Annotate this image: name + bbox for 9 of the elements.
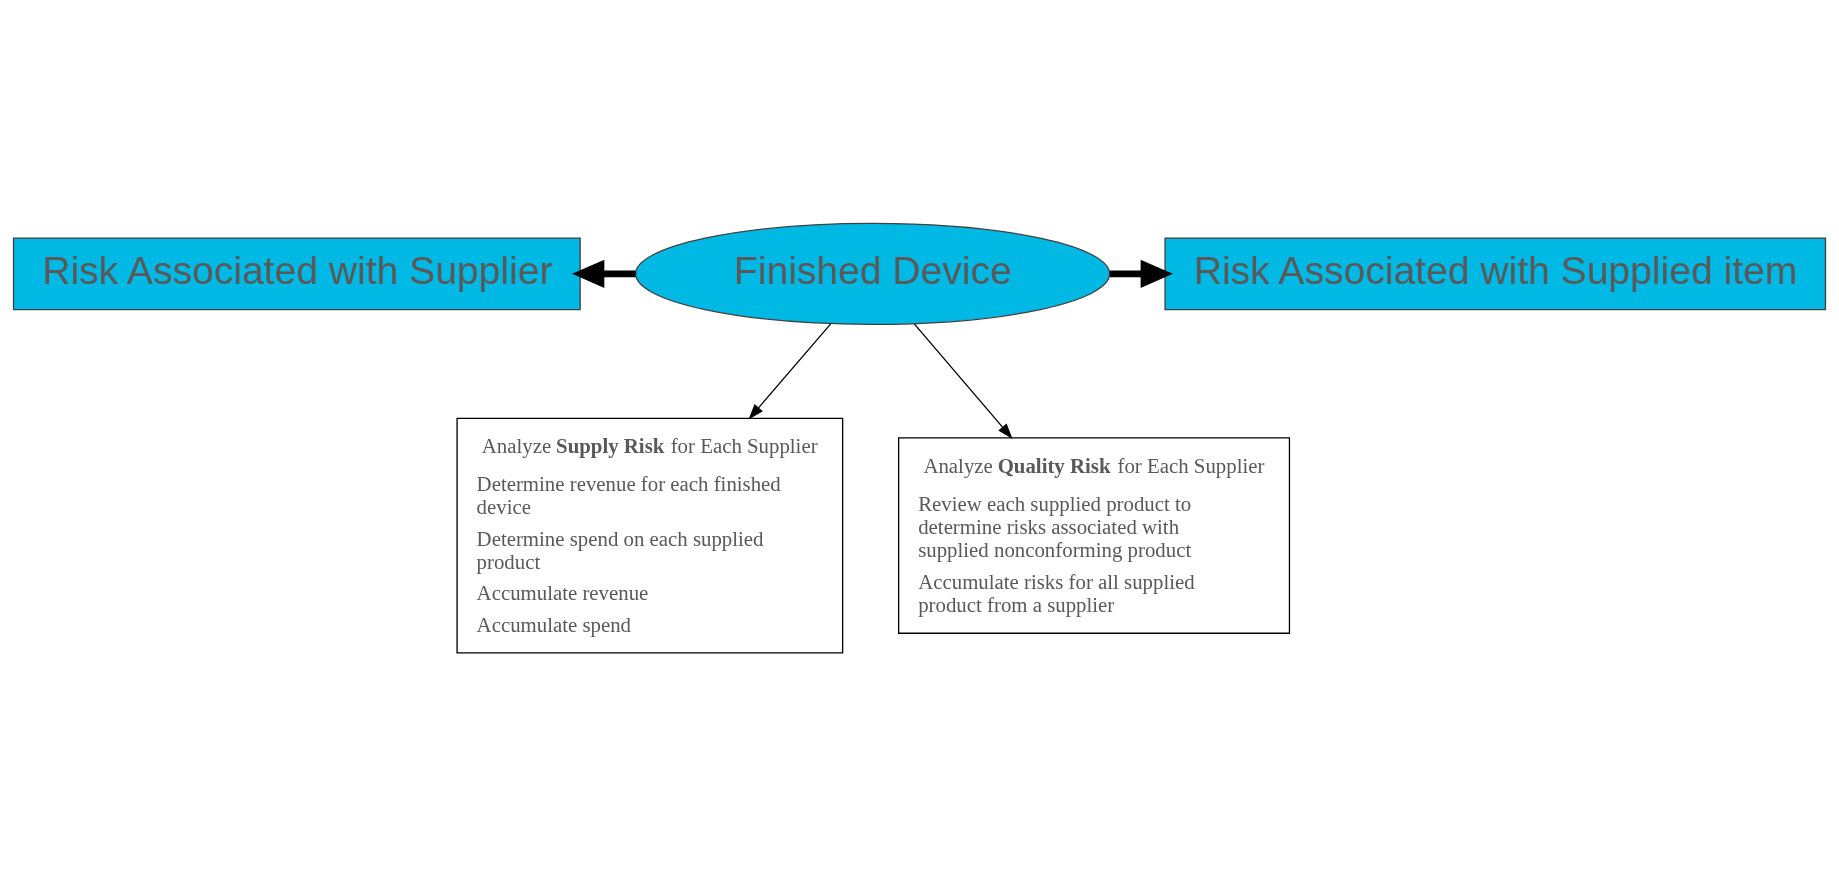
arrow (913, 323, 1013, 439)
node-box: Risk Associated with Supplied item (1164, 237, 1827, 311)
node-box: Analyze Supply Risk for Each Supplier Determine revenue for each finished device Determine spend on each supplied product Accumulate revenue Accumulate spend (456, 417, 844, 654)
node-ellipse: Finished Device (634, 222, 1111, 326)
node-box: Risk Associated with Supplier (12, 237, 581, 311)
node-box: Analyze Quality Risk for Each Supplier Review each supplied product to determine risks associated with supplied nonconforming product Accumulate risks for all supplied product from a supplier (898, 437, 1291, 634)
arrow (748, 323, 832, 420)
arrow (1109, 259, 1173, 288)
arrow (572, 259, 636, 288)
